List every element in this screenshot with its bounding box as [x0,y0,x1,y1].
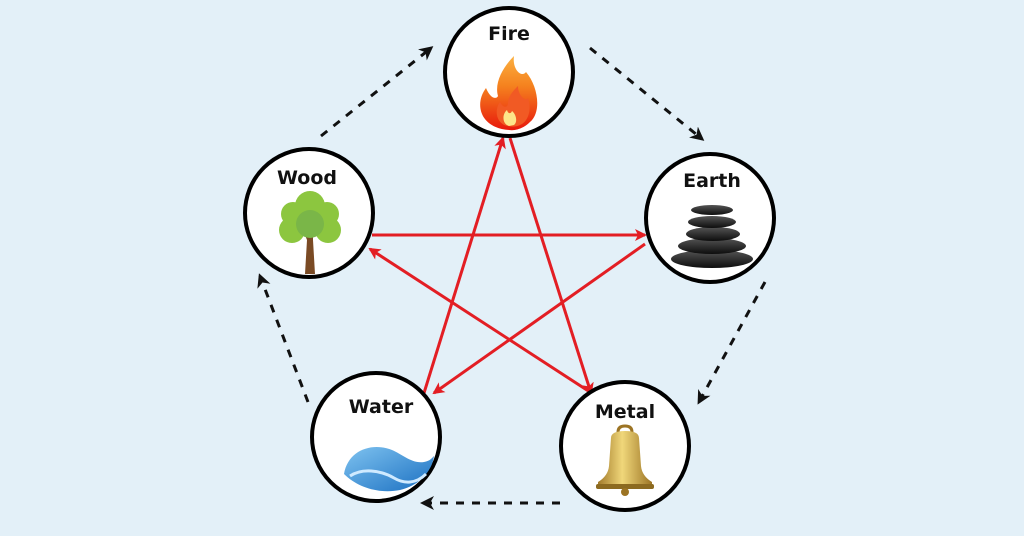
flame-icon [480,56,538,131]
node-fire: Fire [443,6,575,138]
edge-fire-earth [589,46,705,141]
bell-icon [596,424,654,496]
node-metal-label: Metal [595,401,655,423]
edge-fire-metal [508,137,594,395]
node-water: Water [310,371,442,503]
node-wood-label: Wood [277,167,337,189]
tree-icon [279,191,341,274]
wave-icon [344,447,434,492]
node-earth: Earth [644,152,776,284]
edge-earth-metal [697,281,767,405]
node-water-label: Water [349,396,414,418]
edge-water-fire [422,136,506,394]
generating-edges [257,46,767,510]
edge-wood-fire [320,46,434,138]
node-metal: Metal [559,380,691,512]
node-wood: Wood [243,147,375,279]
node-fire-label: Fire [488,23,530,45]
stacked-stones-icon [671,205,753,268]
edge-water-wood [257,273,310,403]
controlling-edges [368,136,647,396]
node-earth-label: Earth [683,170,741,192]
edge-metal-wood [368,247,594,396]
edge-earth-water [432,242,646,395]
